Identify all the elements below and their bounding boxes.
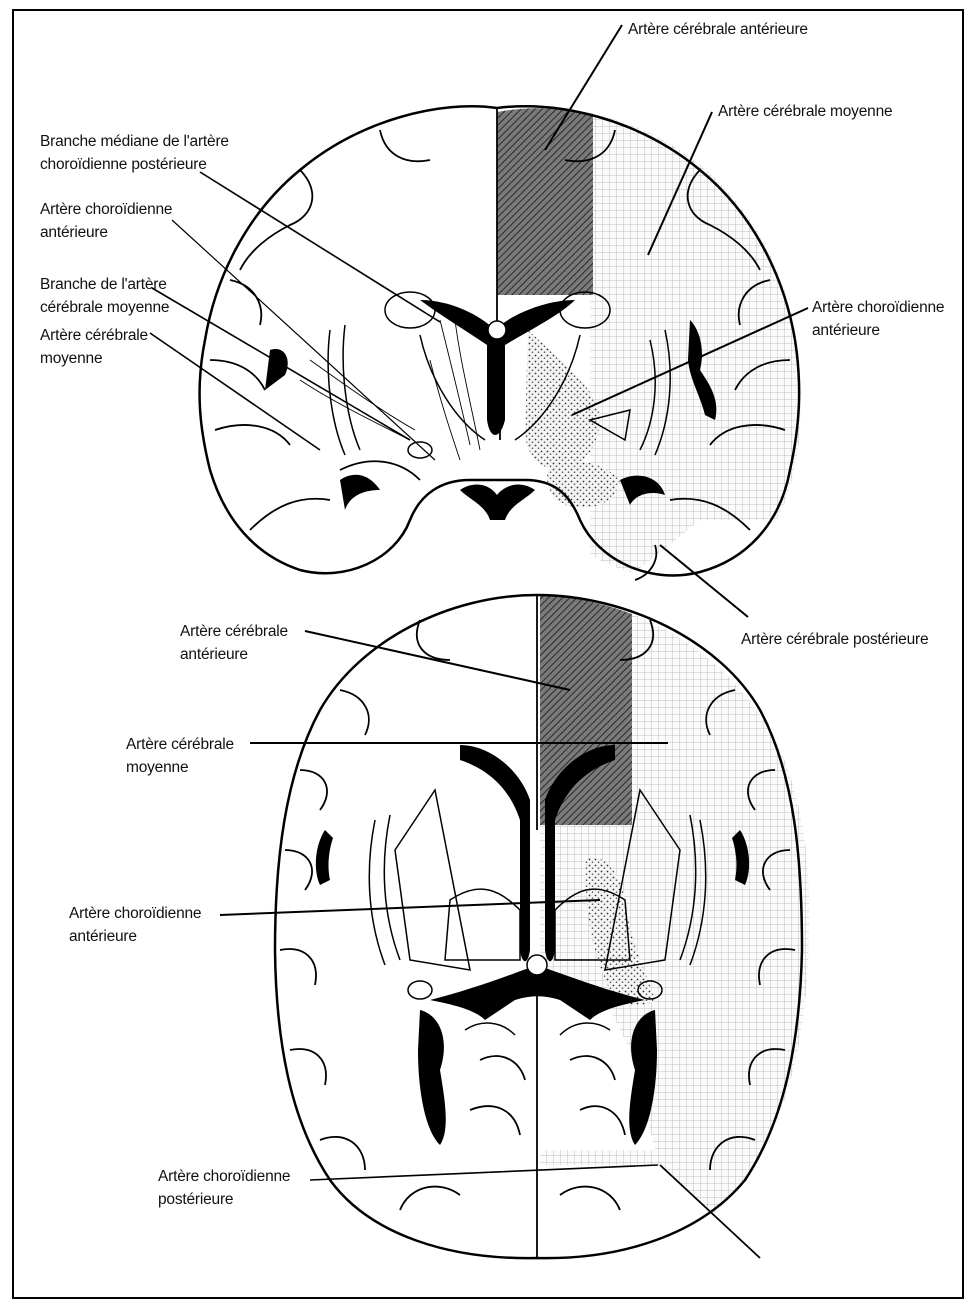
- septum-bottom: [532, 840, 542, 850]
- label-line: Artère cérébrale: [40, 324, 148, 347]
- label-line: moyenne: [40, 347, 148, 370]
- label-top-anterior-choroidal-left: Artère choroïdienne antérieure: [40, 198, 172, 244]
- label-line: antérieure: [40, 221, 172, 244]
- label-bottom-middle-cerebral-artery: Artère cérébrale moyenne: [126, 733, 234, 779]
- label-line: Artère cérébrale antérieure: [628, 18, 808, 41]
- label-line: cérébrale moyenne: [40, 296, 169, 319]
- label-top-anterior-cerebral-artery: Artère cérébrale antérieure: [628, 18, 808, 41]
- label-line: Artère cérébrale moyenne: [718, 100, 892, 123]
- label-branch-middle-cerebral: Branche de l'artère cérébrale moyenne: [40, 273, 169, 319]
- aca-territory-top: [497, 100, 593, 295]
- label-line: postérieure: [158, 1188, 290, 1211]
- label-line: Artère choroïdienne: [69, 902, 201, 925]
- label-line: Artère choroïdienne: [40, 198, 172, 221]
- axial-section: [275, 590, 830, 1270]
- leader-bot-aca: [305, 631, 570, 690]
- label-bottom-anterior-cerebral-artery: Artère cérébrale antérieure: [180, 620, 288, 666]
- coronal-section: [200, 100, 820, 600]
- coronal-vessels: [300, 320, 480, 460]
- label-top-middle-cerebral-artery-left: Artère cérébrale moyenne: [40, 324, 148, 370]
- top-territories: [497, 100, 820, 600]
- label-line: Artère choroïdienne: [158, 1165, 290, 1188]
- label-line: Artère cérébrale: [126, 733, 234, 756]
- label-top-anterior-choroidal-right: Artère choroïdienne antérieure: [812, 296, 944, 342]
- label-line: Branche médiane de l'artère: [40, 130, 229, 153]
- leader-top-bacm: [152, 288, 410, 440]
- label-top-middle-cerebral-artery-right: Artère cérébrale moyenne: [718, 100, 892, 123]
- label-line: choroïdienne postérieure: [40, 153, 229, 176]
- label-posterior-cerebral-artery: Artère cérébrale postérieure: [741, 628, 928, 651]
- third-ventricle-top: [488, 321, 506, 339]
- label-line: moyenne: [126, 756, 234, 779]
- label-line: antérieure: [69, 925, 201, 948]
- label-line: antérieure: [180, 643, 288, 666]
- label-median-branch-posterior-choroidal: Branche médiane de l'artère choroïdienne…: [40, 130, 229, 176]
- leader-top-acha-left: [172, 220, 435, 460]
- third-ventricle-bottom: [527, 955, 547, 975]
- label-bottom-anterior-choroidal: Artère choroïdienne antérieure: [69, 902, 201, 948]
- label-line: Artère cérébrale postérieure: [741, 628, 928, 651]
- label-bottom-posterior-choroidal: Artère choroïdienne postérieure: [158, 1165, 290, 1211]
- leader-top-mca-left: [150, 333, 320, 450]
- label-line: Artère cérébrale: [180, 620, 288, 643]
- label-line: antérieure: [812, 319, 944, 342]
- label-line: Branche de l'artère: [40, 273, 169, 296]
- label-line: Artère choroïdienne: [812, 296, 944, 319]
- acha-territory-top: [525, 330, 600, 470]
